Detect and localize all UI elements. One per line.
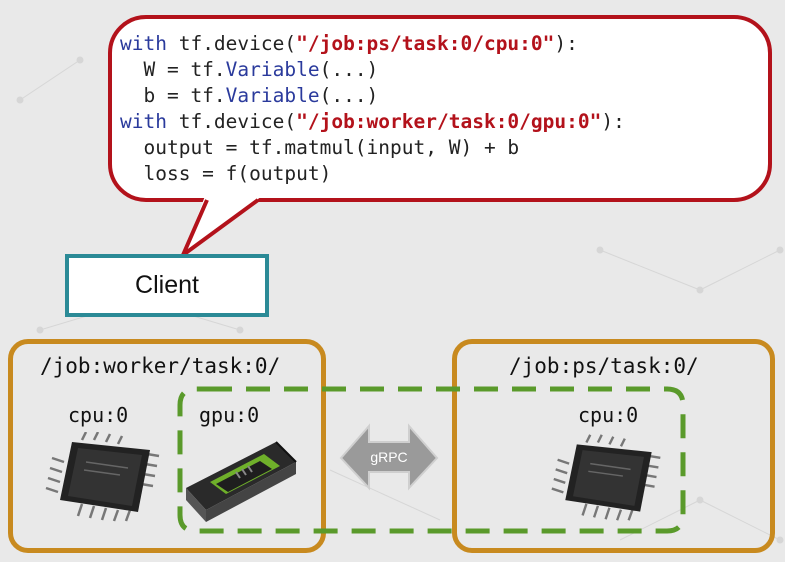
code-line: with tf.device("/job:ps/task:0/cpu:0"):	[120, 31, 625, 57]
code-token: W = tf.	[120, 58, 226, 81]
code-token: ):	[554, 32, 578, 55]
code-token: "/job:ps/task:0/cpu:0"	[296, 32, 555, 55]
worker-cpu-chip-icon	[45, 432, 160, 522]
ps-job-label: /job:ps/task:0/	[509, 354, 699, 378]
code-token: b = tf.	[120, 84, 226, 107]
code-token: with	[120, 32, 167, 55]
code-token: "/job:worker/task:0/gpu:0"	[296, 110, 602, 133]
code-line: b = tf.Variable(...)	[120, 83, 625, 109]
client-box: Client	[65, 254, 269, 317]
code-token: (...)	[319, 84, 379, 107]
grpc-double-arrow-icon	[339, 423, 439, 491]
worker-cpu-label: cpu:0	[68, 403, 129, 427]
code-token: output = tf.matmul(input, W) + b	[120, 136, 520, 159]
worker-gpu-label: gpu:0	[199, 403, 260, 427]
code-token: ):	[601, 110, 625, 133]
worker-job-label: /job:worker/task:0/	[40, 354, 281, 378]
code-token: Variable	[225, 58, 320, 81]
code-line: loss = f(output)	[120, 161, 625, 187]
code-token: tf.device(	[166, 110, 297, 133]
client-label: Client	[135, 271, 199, 299]
code-token: with	[120, 110, 167, 133]
code-token: Variable	[225, 84, 320, 107]
code-line: W = tf.Variable(...)	[120, 57, 625, 83]
code-line: with tf.device("/job:worker/task:0/gpu:0…	[120, 109, 625, 135]
code-block: with tf.device("/job:ps/task:0/cpu:0"): …	[120, 31, 625, 187]
ps-cpu-label: cpu:0	[578, 403, 639, 427]
gpu-card-icon	[186, 441, 297, 522]
grpc-label: gRPC	[370, 449, 408, 465]
ps-cpu-chip-icon	[551, 434, 661, 521]
code-token: (...)	[319, 58, 379, 81]
code-speech-bubble	[108, 15, 772, 202]
code-token: tf.device(	[166, 32, 297, 55]
code-token: loss = f(output)	[120, 162, 332, 185]
code-line: output = tf.matmul(input, W) + b	[120, 135, 625, 161]
